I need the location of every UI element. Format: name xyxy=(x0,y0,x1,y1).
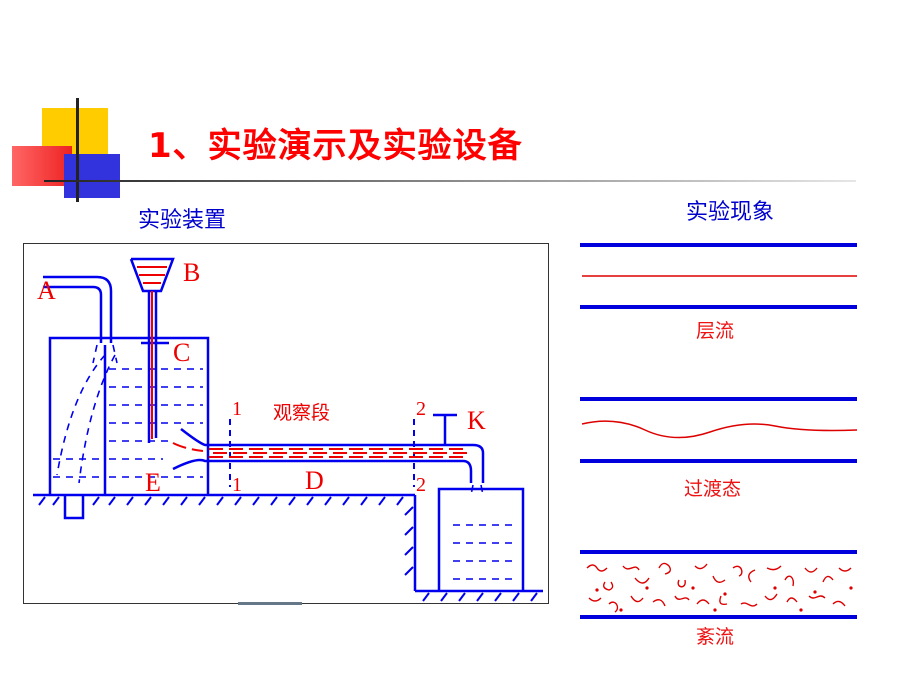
label-c: C xyxy=(173,338,190,367)
transition-dye-wave xyxy=(581,420,858,439)
phenomena-heading: 实验现象 xyxy=(686,200,775,225)
label-b: B xyxy=(183,258,200,287)
observation-section-label: 观察段 xyxy=(273,402,330,424)
glass-tube-top xyxy=(180,428,485,483)
section-2-bottom-label: 2 xyxy=(416,474,426,496)
turbulent-caption: 紊流 xyxy=(696,626,735,648)
measuring-tank xyxy=(437,487,525,591)
inlet-pipe-outer xyxy=(43,275,113,343)
drain-outlet xyxy=(63,495,85,520)
label-a: A xyxy=(37,276,56,305)
inlet-pipe-inner xyxy=(43,285,103,343)
reynolds-apparatus-diagram: A B C D E K 1 1 2 2 观察段 xyxy=(33,257,543,602)
section-1-bottom-label: 1 xyxy=(232,474,242,496)
flow-phenomena-diagram xyxy=(580,243,858,619)
decor-vertical-line xyxy=(76,98,79,202)
label-e: E xyxy=(145,468,161,497)
laminar-caption: 层流 xyxy=(696,320,735,342)
section-2-top-label: 2 xyxy=(416,398,426,420)
transitional-caption: 过渡态 xyxy=(684,478,742,500)
apparatus-heading: 实验装置 xyxy=(138,208,227,233)
dye-funnel xyxy=(129,257,175,293)
turbulent-dye-dots xyxy=(595,586,853,612)
label-d: D xyxy=(305,466,324,495)
section-1-top-label: 1 xyxy=(232,398,242,420)
glass-tube-bottom xyxy=(172,458,473,483)
label-k: K xyxy=(467,406,486,435)
title-underline xyxy=(44,180,856,182)
decor-red-bar xyxy=(12,146,72,186)
apparatus-frame-tab xyxy=(238,602,302,605)
main-tank xyxy=(48,336,210,495)
slide-title: 1、实验演示及实验设备 xyxy=(148,126,523,166)
turbulent-dye-eddies xyxy=(586,562,852,613)
decor-blue-square xyxy=(64,154,120,198)
